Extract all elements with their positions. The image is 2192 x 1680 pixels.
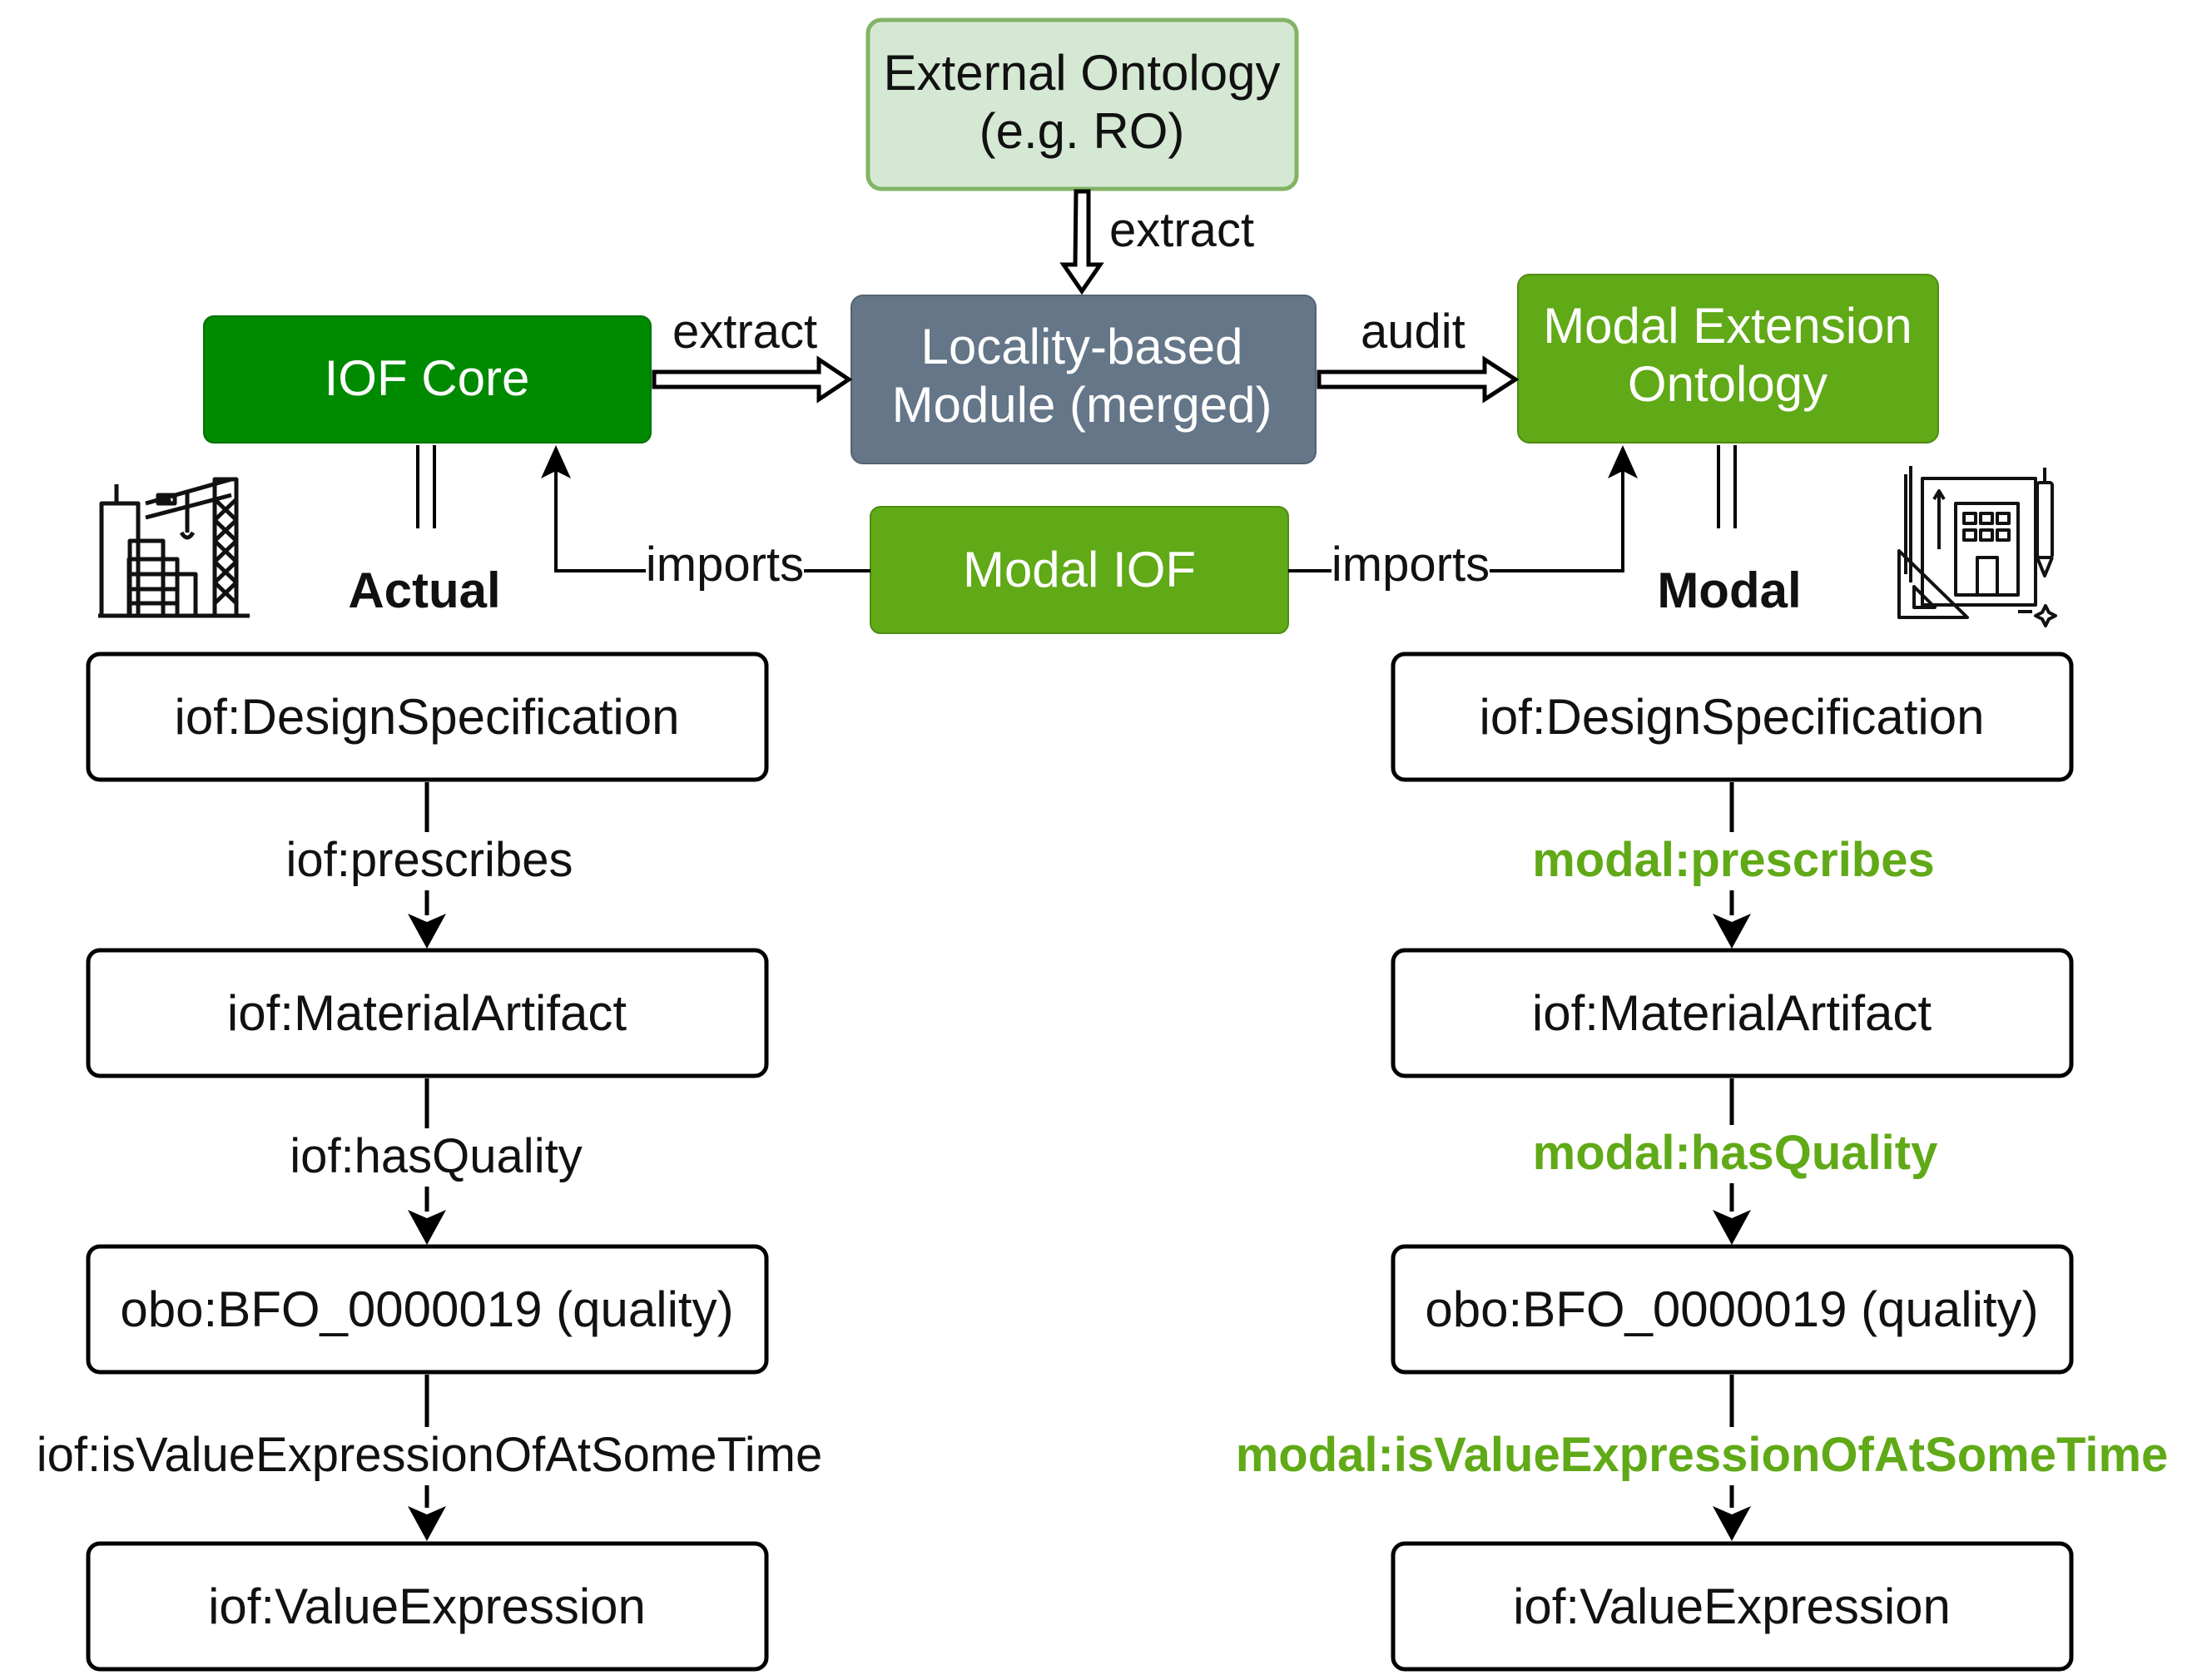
actual-relation-label: iof:isValueExpressionOfAtSomeTime: [37, 1428, 822, 1482]
modal-equivalence-connector: [1717, 445, 1737, 528]
factory-construction-icon: [98, 477, 250, 618]
modal-iof-label: Modal IOF: [963, 542, 1196, 597]
imports-right-label: imports: [1332, 538, 1490, 592]
extract-external-label: extract: [1109, 203, 1254, 257]
extract-external-arrow: [1059, 189, 1104, 295]
actual-node-design-specification: iof:DesignSpecification: [86, 652, 769, 782]
extract-core-arrow: [652, 355, 853, 404]
actual-equivalence-connector: [416, 445, 436, 528]
imports-left-arrowhead: [541, 445, 571, 478]
modal-node-material-artifact: iof:MaterialArtifact: [1391, 948, 2074, 1078]
actual-node-value-expression: iof:ValueExpression: [86, 1541, 769, 1672]
imports-right-arrowhead: [1608, 445, 1638, 478]
locality-module-label-2: Module (merged): [892, 377, 1272, 433]
actual-chain: iof:DesignSpecification iof:MaterialArti…: [15, 652, 846, 1672]
iof-core-node: IOF Core: [203, 315, 652, 444]
modal-relation-label: modal:prescribes: [1532, 833, 1935, 887]
actual-relation-label: iof:prescribes: [286, 833, 573, 887]
locality-module-label-1: Locality-based: [921, 319, 1243, 374]
modal-node-label: iof:ValueExpression: [1513, 1578, 1951, 1634]
modal-node-label: iof:DesignSpecification: [1479, 689, 1984, 745]
external-ontology-label-2: (e.g. RO): [979, 103, 1185, 159]
audit-label: audit: [1361, 305, 1465, 359]
modal-relation-label: modal:hasQuality: [1533, 1126, 1938, 1180]
modal-extension-label-2: Ontology: [1628, 356, 1827, 412]
actual-node-quality: obo:BFO_0000019 (quality): [86, 1244, 769, 1375]
modal-extension-label-1: Modal Extension: [1543, 298, 1912, 354]
actual-node-label: iof:MaterialArtifact: [227, 985, 627, 1041]
actual-relation-prescribes: iof:prescribes: [286, 782, 573, 949]
modal-node-design-specification: iof:DesignSpecification: [1391, 652, 2074, 782]
modal-node-label: obo:BFO_0000019 (quality): [1425, 1281, 2038, 1337]
modal-node-quality: obo:BFO_0000019 (quality): [1391, 1244, 2074, 1375]
actual-node-label: iof:DesignSpecification: [174, 689, 679, 745]
modal-relation-label: modal:isValueExpressionOfAtSomeTime: [1236, 1428, 2169, 1482]
external-ontology-node: External Ontology (e.g. RO): [865, 17, 1299, 191]
modal-relation-is-value-expression: modal:isValueExpressionOfAtSomeTime: [1215, 1375, 2189, 1541]
actual-heading: Actual: [348, 562, 500, 618]
modal-relation-has-quality: modal:hasQuality: [1533, 1078, 1938, 1245]
modal-node-value-expression: iof:ValueExpression: [1391, 1541, 2074, 1672]
building-blueprint-icon: [1897, 466, 2057, 627]
extract-core-label: extract: [672, 305, 817, 359]
actual-relation-label: iof:hasQuality: [290, 1129, 582, 1183]
iof-core-label: IOF Core: [325, 350, 530, 406]
actual-node-label: obo:BFO_0000019 (quality): [120, 1281, 733, 1337]
external-ontology-label-1: External Ontology: [884, 45, 1281, 101]
imports-left-label: imports: [646, 538, 804, 592]
modal-heading: Modal: [1657, 562, 1801, 618]
modal-extension-node: Modal Extension Ontology: [1517, 274, 1939, 444]
modal-node-label: iof:MaterialArtifact: [1532, 985, 1932, 1041]
audit-arrow: [1317, 355, 1520, 404]
actual-node-label: iof:ValueExpression: [208, 1578, 646, 1634]
modal-iof-node: Modal IOF: [870, 506, 1289, 634]
actual-relation-has-quality: iof:hasQuality: [290, 1078, 583, 1245]
actual-node-material-artifact: iof:MaterialArtifact: [86, 948, 769, 1078]
locality-module-node: Locality-based Module (merged): [851, 295, 1317, 464]
modal-relation-prescribes: modal:prescribes: [1532, 782, 1935, 949]
actual-relation-is-value-expression: iof:isValueExpressionOfAtSomeTime: [15, 1375, 846, 1541]
modal-chain: iof:DesignSpecification iof:MaterialArti…: [1215, 652, 2189, 1672]
